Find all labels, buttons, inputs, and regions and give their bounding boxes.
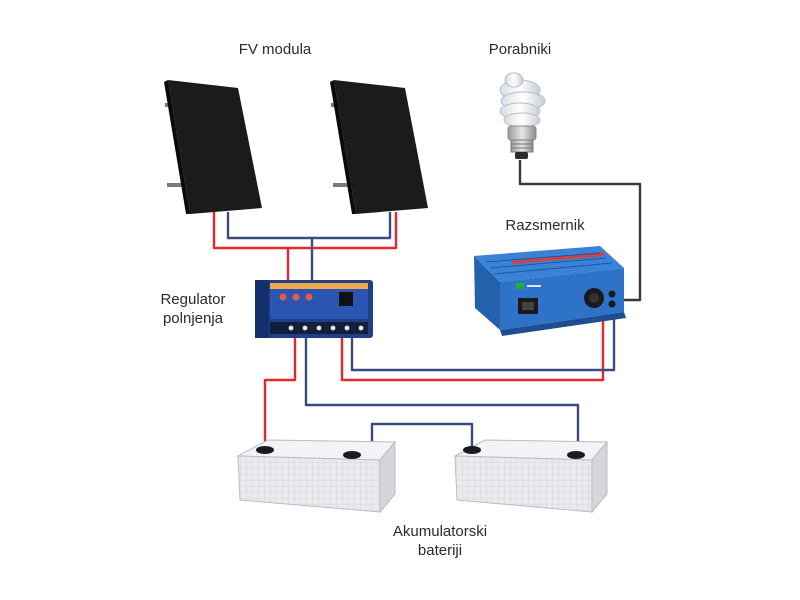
regulator-label-line1: Regulator	[160, 291, 226, 308]
consumers-label: Porabniki	[488, 41, 552, 58]
wires	[212, 160, 642, 448]
battery-right	[453, 439, 609, 514]
inverter-label: Razsmernik	[505, 217, 585, 234]
regulator-label: Regulator polnjenja	[148, 290, 238, 328]
pv-negative-wire	[226, 212, 392, 240]
inverter-device	[474, 246, 626, 336]
charge-regulator-device	[255, 280, 373, 338]
inverter-to-consumer-wire	[518, 160, 642, 302]
regulator-to-battery-positive	[263, 338, 297, 448]
batteries-label-line2: bateriji	[417, 542, 463, 559]
regulator-label-line2: polnjenja	[162, 310, 224, 327]
batteries-label: Akumulatorski bateriji	[380, 522, 500, 560]
pv-module-right	[330, 80, 428, 214]
regulator-to-inverter-negative	[350, 318, 616, 372]
light-bulb-icon	[499, 72, 546, 159]
regulator-to-inverter-positive	[340, 318, 605, 382]
regulator-to-battery-negative	[304, 338, 580, 448]
battery-interconnect-wire	[370, 422, 474, 448]
battery-left	[236, 439, 397, 514]
pv-positive-wire	[212, 212, 398, 250]
pv-modules-label: FV modula	[238, 41, 312, 58]
pv-module-left	[164, 80, 262, 214]
batteries-label-line1: Akumulatorski	[392, 523, 488, 540]
